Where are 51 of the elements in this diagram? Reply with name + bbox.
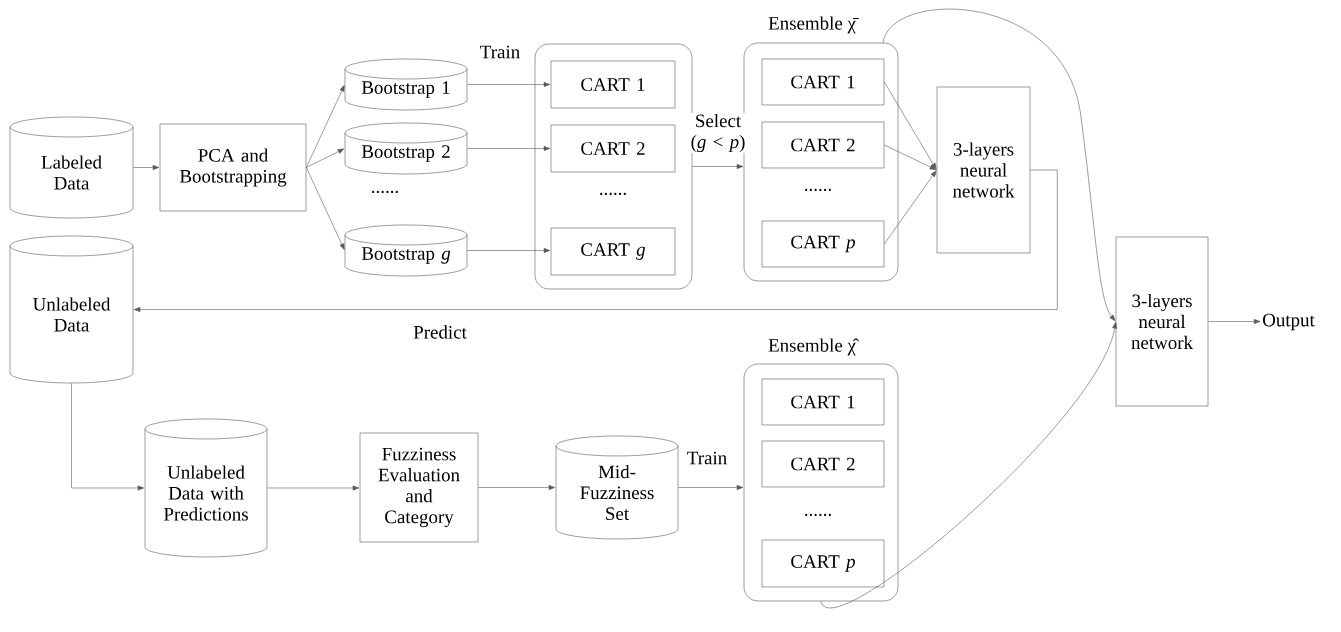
database-cylinder: Bootstrap g	[344, 224, 468, 277]
cart-box: CART p	[761, 539, 885, 588]
cart-box: CART 2	[550, 124, 676, 173]
database-cylinder: Unlabeled Data	[9, 235, 134, 384]
cart-box: CART p	[761, 220, 885, 268]
arrow	[884, 144, 937, 170]
arrow	[478, 485, 556, 490]
arrow	[267, 485, 360, 491]
ellipsis: ......	[805, 188, 831, 192]
cart-box: CART 1	[550, 60, 676, 109]
ellipsis: ......	[372, 190, 398, 194]
cart-box: CART 2	[761, 440, 885, 488]
arrow	[306, 148, 345, 168]
arrow	[820, 322, 1118, 609]
database-cylinder: Unlabeled Data with Predictions	[144, 418, 268, 558]
arrow	[71, 383, 145, 491]
arrow	[882, 8, 1116, 322]
process-box: 3-layers neural network	[1115, 236, 1209, 407]
ensemble-heading: Ensemble χ̂	[768, 338, 859, 356]
arrow	[306, 85, 345, 168]
database-cylinder: Bootstrap 2	[344, 122, 468, 175]
database-cylinder: Bootstrap 1	[344, 58, 468, 111]
process-box: Fuzziness Evaluation and Category	[359, 432, 479, 543]
database-cylinder: Labeled Data	[9, 116, 134, 219]
arrow	[884, 81, 937, 170]
arrow	[678, 485, 744, 490]
cart-box: CART g	[550, 227, 676, 276]
output-text: Output	[1263, 313, 1315, 331]
edge-label: Select (g < p)	[689, 112, 747, 154]
cart-box: CART 2	[761, 121, 885, 169]
database-cylinder: Mid-Fuzziness Set	[555, 435, 679, 540]
ensemble-box	[534, 43, 693, 290]
arrow	[133, 169, 1058, 312]
arrow	[467, 82, 551, 87]
arrow	[692, 164, 744, 169]
edge-label: Train	[685, 450, 729, 466]
cart-box: CART 1	[761, 378, 885, 426]
ellipsis: ......	[600, 192, 626, 196]
process-box: 3-layers neural network	[936, 86, 1031, 254]
arrow	[1208, 319, 1261, 324]
arrow	[467, 248, 551, 253]
ellipsis: ......	[805, 513, 831, 517]
arrow	[306, 167, 345, 250]
cart-box: CART 1	[761, 58, 885, 106]
arrow	[133, 165, 160, 170]
edge-label: Predict	[412, 324, 468, 340]
ensemble-heading: Ensemble χ̄	[768, 16, 859, 34]
edge-label: Train	[478, 44, 522, 60]
process-box: PCA and Bootstrapping	[159, 123, 307, 212]
arrow	[467, 146, 551, 151]
arrow	[884, 170, 937, 245]
